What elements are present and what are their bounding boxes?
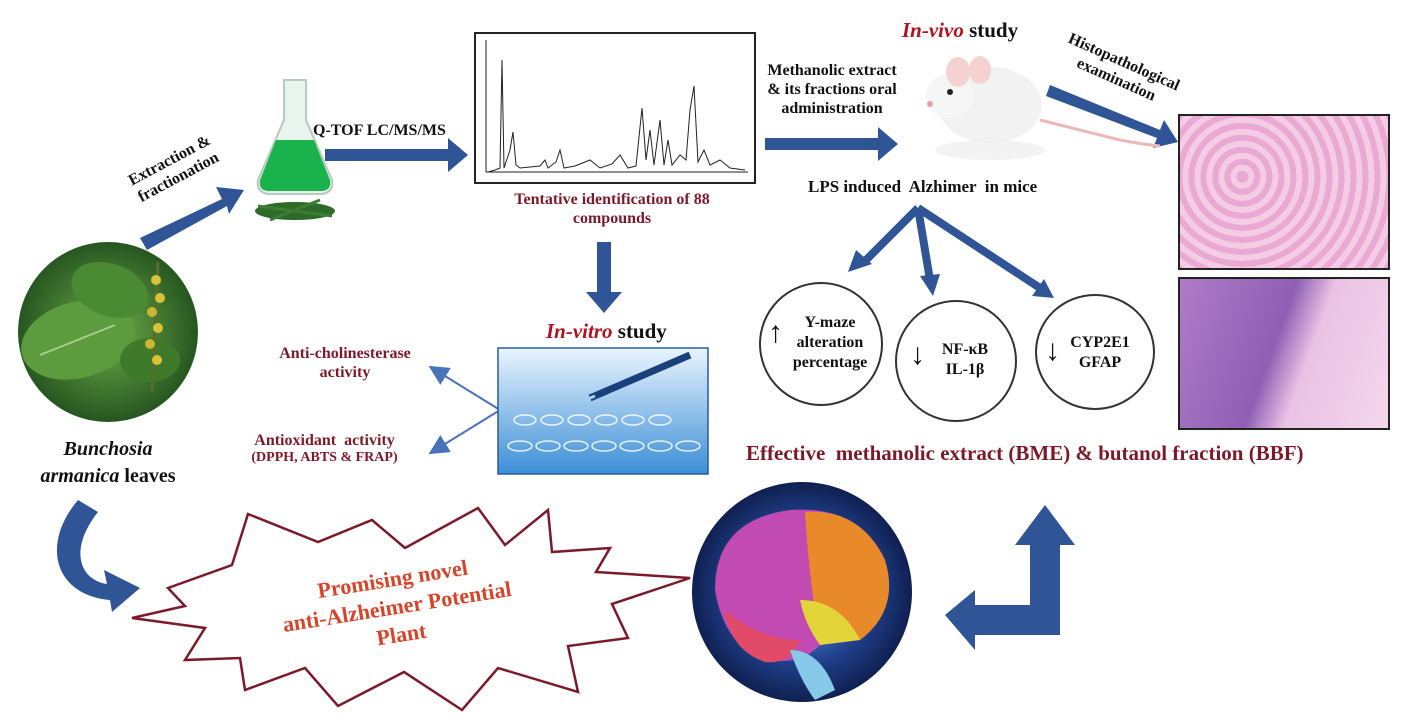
arrow-curved-leaves [56, 500, 140, 612]
cyp-text: CYP2E1 GFAP [1060, 333, 1140, 373]
label-tentative-line2: compounds [572, 210, 652, 227]
label-methanolic-line2: & its fractions oral [767, 81, 897, 98]
label-methanolic: Methanolic extract & its fractions oral … [757, 61, 907, 118]
arrow-qtof [325, 138, 468, 172]
nfkb-down-arrow: ↓ [910, 338, 925, 371]
label-anticholin-line2: activity [319, 364, 371, 381]
nfkb-line1: NF-κB [941, 341, 989, 358]
label-plant-leaves: leaves [119, 465, 176, 487]
label-qtof: Q-TOF LC/MS/MS [313, 122, 446, 139]
ymaze-line1: Y-maze [804, 314, 856, 331]
label-methanolic-line3: administration [781, 100, 883, 117]
ymaze-up-arrow: ↑ [768, 316, 783, 349]
circle-nfkb [895, 300, 1017, 422]
arrow-down-invitro [586, 242, 622, 313]
label-plant-species: armanica [40, 465, 120, 487]
nfkb-text: NF-κB IL-1β [930, 340, 1000, 380]
title-invitro: In-vitro study [546, 319, 667, 344]
label-antiox-line2: (DPPH, ABTS & FRAP) [251, 450, 398, 465]
label-anticholinesterase: Anti-cholinesterase activity [255, 344, 435, 382]
ymaze-text: Y-maze alteration percentage [780, 313, 880, 373]
ymaze-line3: percentage [792, 354, 868, 371]
ymaze-line2: alteration [796, 334, 864, 351]
cyp-down-arrow: ↓ [1045, 334, 1060, 367]
label-lps: LPS induced Alzhimer in mice [808, 177, 1038, 196]
title-invivo-italic: In-vivo [902, 18, 964, 42]
flask-image [255, 79, 335, 222]
cyp-line2: GFAP [1078, 354, 1122, 371]
chromatogram-image [474, 32, 756, 184]
arrows-invitro [428, 365, 501, 455]
label-tentative: Tentative identification of 88 compounds [482, 190, 742, 228]
circle-cyp [1035, 294, 1155, 410]
histo-image-bottom [1178, 277, 1390, 430]
starburst [131, 506, 691, 712]
title-invivo-suffix: study [963, 18, 1019, 42]
label-methanolic-line1: Methanolic extract [767, 62, 897, 79]
arrow-feedback [945, 505, 1075, 650]
label-plant-line2: armanica leaves [20, 463, 196, 490]
title-invitro-suffix: study [612, 319, 667, 343]
arrow-methanolic [765, 127, 898, 161]
nfkb-line2: IL-1β [945, 361, 985, 378]
plant-image [18, 242, 198, 422]
brain-image [692, 482, 912, 702]
label-effective: Effective methanolic extract (BME) & but… [746, 441, 1304, 465]
label-antiox-line1: Antioxidant activity [254, 432, 395, 449]
mouse-image [926, 56, 1161, 160]
arrows-lps-outcomes [848, 204, 1054, 298]
title-invivo: In-vivo study [902, 18, 1018, 43]
arrow-histo [1046, 85, 1178, 148]
cyp-line1: CYP2E1 [1070, 334, 1130, 351]
label-tentative-line1: Tentative identification of 88 [514, 191, 710, 208]
histo-image-top [1178, 114, 1390, 270]
label-plant-genus: Bunchosia [63, 438, 153, 460]
label-plant: Bunchosia armanica leaves [20, 436, 196, 490]
lab-image [497, 347, 709, 475]
title-invitro-italic: In-vitro [546, 319, 613, 343]
arrow-extraction [140, 187, 244, 250]
label-anticholin-line1: Anti-cholinesterase [279, 345, 411, 362]
label-antioxidant: Antioxidant activity (DPPH, ABTS & FRAP) [222, 432, 427, 466]
circle-ymaze [759, 282, 883, 406]
